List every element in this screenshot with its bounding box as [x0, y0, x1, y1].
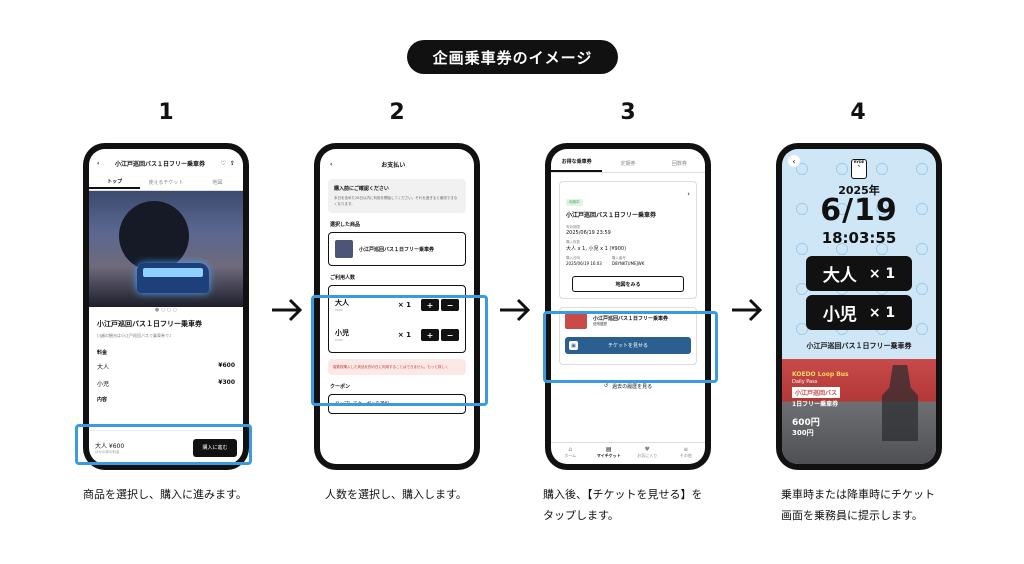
header-title: 小江戸巡回バス１日フリー乗車券	[115, 160, 206, 168]
ticket-name: 小江戸巡回バス１日フリー乗車券	[566, 212, 657, 219]
tab-commuter[interactable]: 定期券	[620, 161, 636, 167]
bus-photo	[89, 191, 243, 307]
count-label: ご利用人数	[330, 275, 356, 281]
nav-home[interactable]: ⌂ホーム	[564, 446, 577, 458]
map-button[interactable]: 地図をみる	[572, 276, 684, 292]
product-name: 小江戸巡回バス１日フリー乗車券	[97, 320, 202, 328]
minus-button[interactable]: −	[441, 329, 459, 341]
product-subtitle: 川越の観光は小江戸巡回バスで乗車券で♪	[97, 333, 172, 338]
share-icon[interactable]: ⇪	[229, 159, 235, 167]
history-link[interactable]: ↺過去の履歴を見る	[603, 383, 653, 390]
arrow-right-icon	[732, 298, 763, 322]
phone-step-4: ‹ RYDE∿ 2025年 6/19 18:03:55 大人× 1 小児× 1 …	[776, 143, 942, 470]
minus-button[interactable]: −	[441, 299, 459, 311]
show-ticket-button[interactable]: ▣チケットを見せる	[565, 337, 691, 354]
nav-other[interactable]: ≡その他	[679, 446, 692, 458]
back-icon[interactable]: ‹	[330, 160, 333, 168]
bottom-nav: ⌂ホーム ▤マイチケット ♥お気に入り ≡その他	[551, 442, 705, 464]
nav-my-ticket[interactable]: ▤マイチケット	[596, 446, 621, 458]
footer-price: 大人 ¥600	[95, 442, 125, 450]
coupon-label: クーポン	[330, 384, 351, 390]
footer-note: ほかの券の料金	[95, 449, 120, 454]
phone-step-2: ‹ お支払い 購入前にご確認ください 本日を含めた28日以内に利用を開始してくだ…	[314, 143, 480, 470]
bus-icon: ▣	[569, 341, 578, 350]
notice-box: 購入前にご確認ください 本日を含めた28日以内に利用を開始してください。それを過…	[328, 179, 466, 213]
plus-button[interactable]: +	[421, 299, 439, 311]
price-row: 大人¥600	[97, 362, 235, 371]
back-icon[interactable]: ‹	[788, 155, 800, 167]
header-title: お支払い	[381, 161, 406, 169]
adult-count: 大人× 1	[806, 256, 912, 291]
heart-icon[interactable]: ♡	[220, 159, 226, 167]
count-box: 大人¥600 × 1 + − 小児¥300 × 1 + −	[328, 285, 466, 353]
highlight-box	[311, 295, 488, 406]
plus-button[interactable]: +	[421, 329, 439, 341]
price-label: 料金	[97, 350, 108, 356]
ticket-card[interactable]: 利用中 › 小江戸巡回バス１日フリー乗車券 有効期限 2025/06/19 23…	[559, 181, 697, 299]
step-number-2: 2	[389, 100, 405, 125]
purchase-footer: 大人 ¥600 ほかの券の料金 購入に進む	[89, 430, 243, 464]
highlight-box	[543, 311, 718, 383]
price-row: 小児¥300	[97, 379, 235, 388]
nav-favorites[interactable]: ♥お気に入り	[637, 446, 658, 458]
arrow-right-icon	[272, 298, 303, 322]
selected-label: 選択した商品	[330, 222, 361, 228]
phone-step-3: お得な乗車券 定期券 回数券 利用中 › 小江戸巡回バス１日フリー乗車券 有効期…	[545, 143, 711, 470]
tab-top[interactable]: トップ	[89, 178, 141, 189]
history-icon: ↺	[603, 383, 609, 389]
step-number-4: 4	[850, 100, 866, 125]
ryde-logo: RYDE∿	[851, 159, 867, 179]
ticket-year: 2025年	[838, 184, 880, 197]
tab-map[interactable]: 地図	[212, 180, 223, 186]
phone-step-1: ‹ 小江戸巡回バス１日フリー乗車券 ♡ ⇪ トップ 使えるチケット 地図 ● ○…	[83, 143, 249, 470]
tab-deal-tickets[interactable]: お得な乗車券	[551, 158, 603, 172]
back-icon[interactable]: ‹	[97, 159, 100, 167]
ticket-item: 小江戸巡回バス１日フリー乗車券使用履歴 ▣チケットを見せる	[559, 307, 697, 365]
ticket-time: 18:03:55	[821, 229, 897, 247]
buy-button[interactable]: 購入に進む	[193, 438, 237, 457]
step-caption-4: 乗車時または降車時にチケット画面を乗務員に提示します。	[781, 488, 935, 522]
step-caption-1: 商品を選択し、購入に進みます。	[83, 488, 247, 501]
selected-product: 小江戸巡回バス１日フリー乗車券	[328, 232, 466, 266]
child-count: 小児× 1	[806, 295, 912, 330]
ad-banner: KOEDO Loop Bus Daily Pass 小江戸巡回バス 1日フリー乗…	[782, 359, 936, 464]
page-title: 企画乗車券のイメージ	[407, 40, 618, 74]
expiry: 2025/06/19 23:59	[566, 230, 611, 236]
arrow-right-icon	[500, 298, 531, 322]
warning-box: 複数枚購入した商品を別の日に利用することはできません。もっと詳しく	[328, 359, 466, 375]
step-number-1: 1	[158, 100, 174, 125]
content-label: 内容	[97, 397, 108, 403]
ticket-count: 大人 x 1, 小児 x 1 (¥900)	[566, 246, 627, 252]
step-caption-3: 購入後、【チケットを見せる】をタップします。	[543, 488, 703, 522]
ticket-name: 小江戸巡回バス１日フリー乗車券	[806, 342, 912, 350]
ticket-date: 6/19	[820, 193, 898, 228]
carousel-dots: ● ○ ○ ○	[154, 307, 178, 313]
step-number-3: 3	[620, 100, 636, 125]
status-badge: 利用中	[566, 199, 583, 206]
tab-coupon-tickets[interactable]: 回数券	[671, 161, 687, 167]
tab-tickets[interactable]: 使えるチケット	[148, 180, 184, 186]
step-caption-2: 人数を選択し、購入します。	[325, 488, 467, 501]
highlight-box	[75, 424, 252, 465]
chevron-right-icon: ›	[687, 190, 690, 198]
